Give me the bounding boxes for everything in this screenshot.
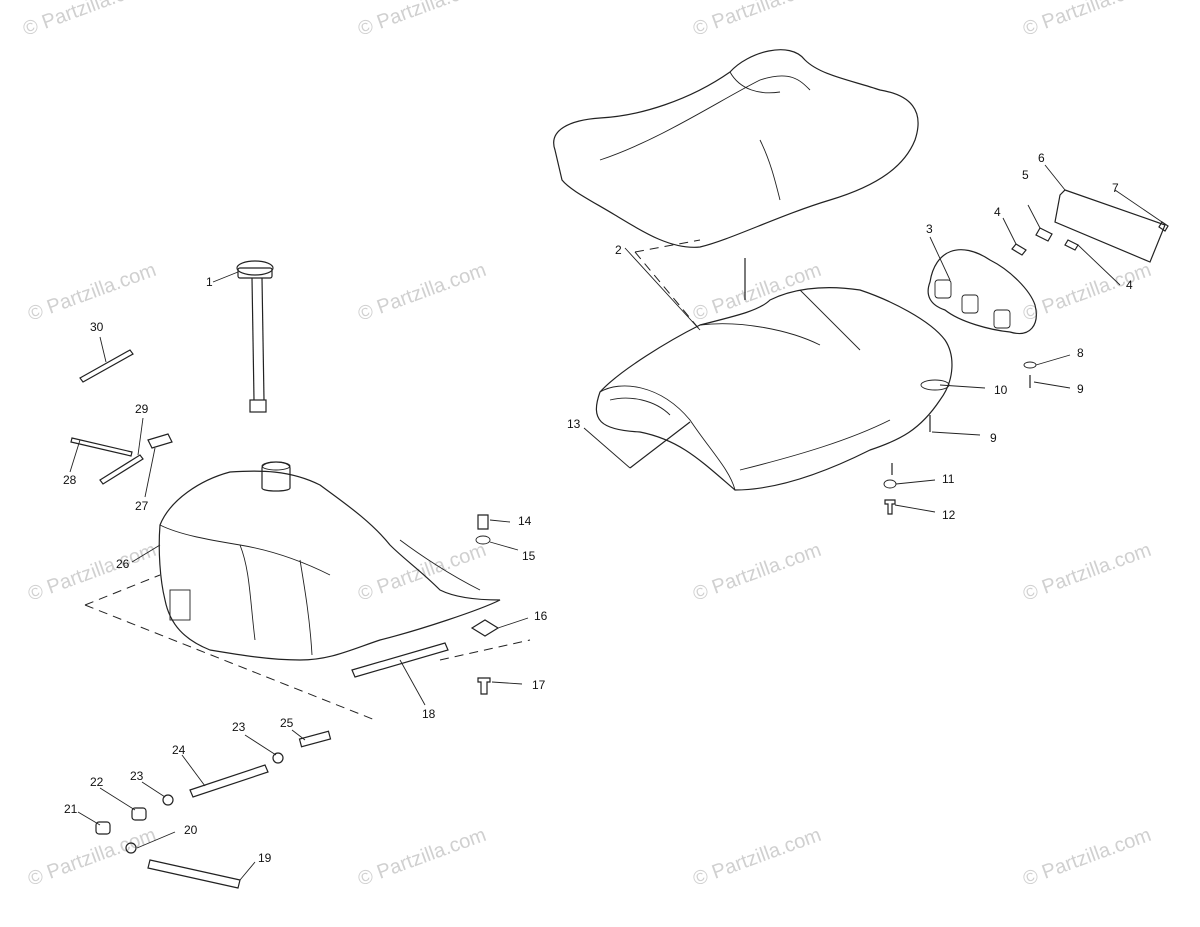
callout-1: 1 (206, 275, 213, 289)
cup-holder-part (927, 249, 1037, 334)
rail-parts (351, 514, 500, 695)
callout-4: 4 (994, 205, 1001, 219)
callout-24: 24 (172, 743, 186, 757)
callout-17: 17 (532, 678, 546, 692)
callout-30: 30 (90, 320, 104, 334)
callout-28: 28 (63, 473, 77, 487)
seat-cushion-part (553, 49, 919, 248)
callout-5: 5 (1022, 168, 1029, 182)
callout-7: 7 (1112, 181, 1119, 195)
callout-25: 25 (280, 716, 294, 730)
callout-6: 6 (1038, 151, 1045, 165)
fuel-sender-part (236, 260, 274, 413)
callout-18: 18 (422, 707, 436, 721)
callout-10: 10 (994, 383, 1008, 397)
callout-27: 27 (135, 499, 149, 513)
callout-3: 3 (926, 222, 933, 236)
callout-19: 19 (258, 851, 272, 865)
fuel-tank-part (158, 461, 501, 661)
leader-lines (69, 164, 1163, 881)
callout-13: 13 (567, 417, 581, 431)
strap-parts (70, 349, 173, 485)
callout-26: 26 (116, 557, 130, 571)
callout-23-second: 23 (130, 769, 144, 783)
fasteners-right (629, 221, 1169, 515)
callout-9: 9 (1077, 382, 1084, 396)
reference-lines (84, 239, 701, 721)
callout-22: 22 (90, 775, 104, 789)
hose-parts (95, 730, 332, 889)
callout-4-second: 4 (1126, 278, 1133, 292)
callout-15: 15 (522, 549, 536, 563)
callout-14: 14 (518, 514, 532, 528)
seat-base-part (595, 287, 953, 491)
callout-16: 16 (534, 609, 548, 623)
callout-20: 20 (184, 823, 198, 837)
callout-11: 11 (942, 472, 955, 486)
callout-12: 12 (942, 508, 956, 522)
callout-21: 21 (64, 802, 78, 816)
panel-part (1054, 189, 1166, 263)
callout-23: 23 (232, 720, 246, 734)
callout-29: 29 (135, 402, 149, 416)
callout-8: 8 (1077, 346, 1084, 360)
callout-2: 2 (615, 243, 622, 257)
callout-9-second: 9 (990, 431, 997, 445)
